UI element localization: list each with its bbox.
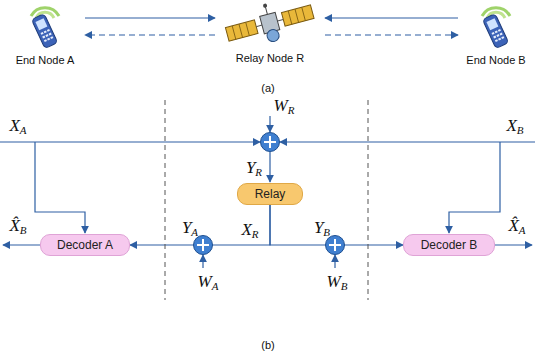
- node-label: Decoder A: [57, 238, 113, 252]
- relay-box: Relay: [237, 183, 303, 205]
- xb-hat-output: [3, 244, 40, 245]
- xa-branch: [35, 142, 85, 233]
- panel-label: (b): [261, 340, 274, 351]
- wa-wire: [202, 255, 203, 268]
- xa-hat-output: [495, 244, 532, 245]
- signal-name: WR: [274, 97, 295, 116]
- adder-symbol: [194, 236, 213, 255]
- signal-name: YB: [314, 219, 330, 238]
- relay-satellite: Relay Node R: [215, 0, 325, 64]
- signal-name: X̂B: [9, 217, 26, 236]
- xb-wire: [280, 141, 535, 142]
- signal-name: X̂A: [508, 217, 525, 236]
- signal-name: XR: [241, 221, 258, 240]
- node-label: End Node A: [16, 54, 75, 66]
- link-arrow: [325, 17, 458, 18]
- node-label: Decoder B: [421, 238, 478, 252]
- panel-label: (a): [261, 83, 274, 94]
- yr-wire: [269, 152, 270, 182]
- signal-name: YA: [182, 219, 198, 238]
- signal-name: WB: [327, 273, 348, 292]
- node-label: End Node B: [466, 54, 525, 66]
- link-arrow: [85, 34, 215, 35]
- signal-name: XA: [9, 117, 26, 136]
- end-node: End Node A: [5, 2, 85, 66]
- link-arrow: [85, 17, 215, 18]
- decoder-box: Decoder A: [40, 234, 130, 256]
- xa-wire: [0, 141, 260, 142]
- adder-symbol: [261, 133, 280, 152]
- signal-name: XB: [506, 117, 523, 136]
- decoder-box: Decoder B: [403, 234, 495, 256]
- phone-icon: [474, 2, 518, 50]
- wr-wire: [269, 116, 270, 132]
- xb-branch: [449, 142, 500, 233]
- wb-wire: [334, 255, 335, 268]
- link-arrow: [325, 34, 458, 35]
- signal-name: WA: [198, 273, 219, 292]
- section-divider: [368, 100, 369, 300]
- end-node: End Node B: [458, 2, 534, 66]
- signal-name: YR: [246, 159, 262, 178]
- satellite-icon: [222, 0, 318, 48]
- adder-symbol: [326, 236, 345, 255]
- node-label: Relay Node R: [236, 52, 304, 64]
- node-label: Relay: [255, 187, 286, 201]
- phone-icon: [23, 2, 67, 50]
- section-divider: [165, 100, 166, 300]
